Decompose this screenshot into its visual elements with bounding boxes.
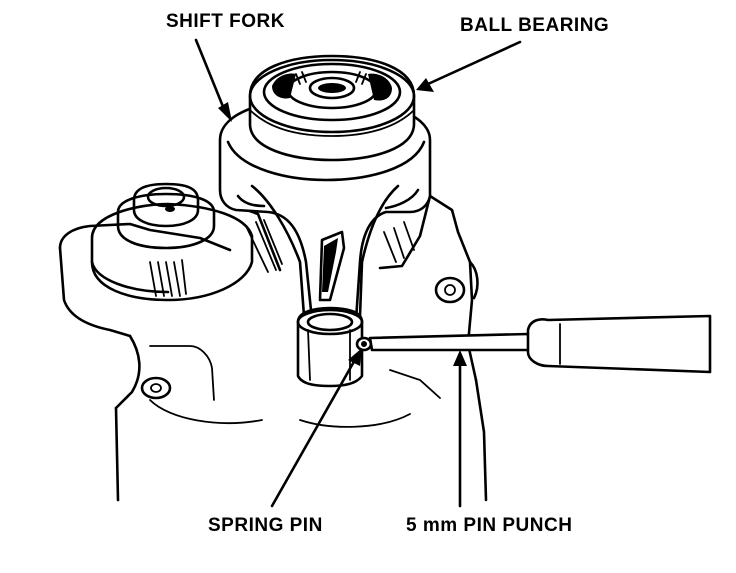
spring-pin-label: SPRING PIN xyxy=(208,515,323,536)
pin-punch-label: 5 mm PIN PUNCH xyxy=(406,515,573,536)
ball-bearing xyxy=(248,54,416,162)
shift-fork-label: SHIFT FORK xyxy=(166,11,285,32)
transmission-housing xyxy=(58,194,488,502)
shift-rod-boss xyxy=(296,306,364,388)
leader-lines xyxy=(194,38,522,508)
spring-pin xyxy=(355,336,373,352)
countershaft-gear xyxy=(90,182,254,302)
pin-punch xyxy=(368,314,712,374)
ball-bearing-label: BALL BEARING xyxy=(460,15,610,36)
